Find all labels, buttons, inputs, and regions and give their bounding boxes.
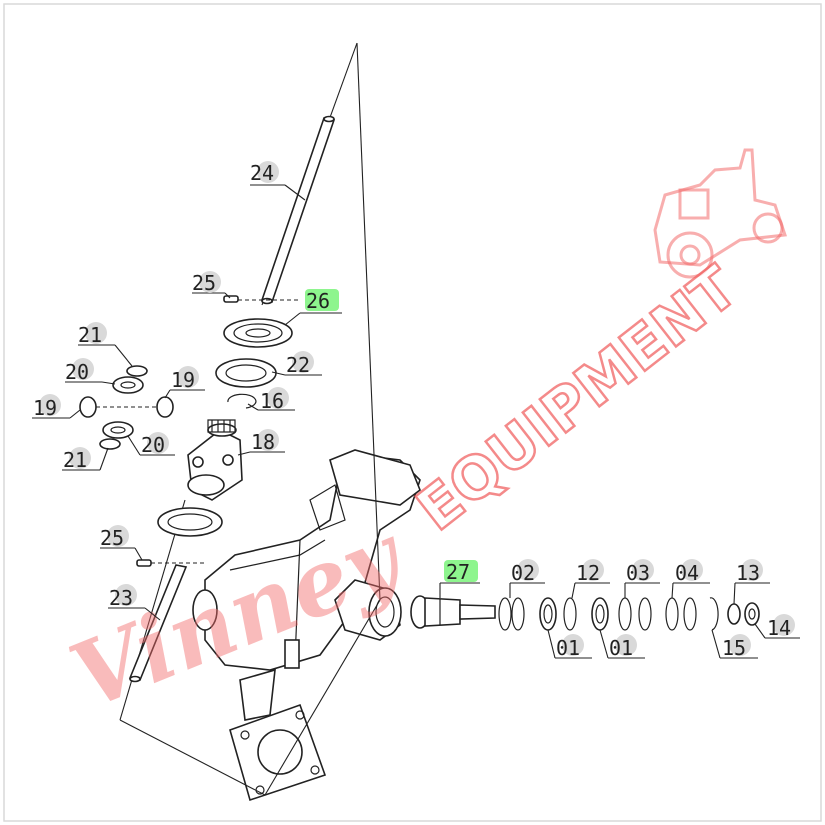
part-22-bearing [215, 358, 277, 388]
callout-25-lower: 25 [100, 525, 129, 550]
part-16-snap-ring [227, 393, 257, 409]
svg-text:03: 03 [626, 561, 650, 585]
part-25-key-lower [136, 559, 152, 567]
callout-20-lower: 20 [141, 432, 169, 457]
part-26-gear [223, 318, 293, 348]
callout-04: 04 [675, 559, 703, 585]
callout-21-lower: 21 [63, 447, 91, 472]
part-24-shaft [260, 115, 336, 305]
svg-text:20: 20 [65, 360, 89, 384]
svg-text:15: 15 [722, 636, 746, 660]
svg-text:21: 21 [78, 323, 102, 347]
svg-text:02: 02 [511, 561, 535, 585]
svg-text:14: 14 [767, 616, 791, 640]
svg-text:23: 23 [109, 586, 133, 610]
callout-18: 18 [251, 429, 279, 454]
svg-text:04: 04 [675, 561, 699, 585]
shaft-seals-and-rings [498, 597, 760, 631]
lower-bearing [157, 507, 223, 537]
callout-01-left: 01 [556, 634, 584, 660]
callout-25-upper: 25 [192, 271, 221, 295]
callout-22: 22 [286, 351, 314, 377]
callout-26: 26 [305, 289, 339, 313]
leader-lines [32, 184, 800, 659]
svg-text:19: 19 [33, 396, 57, 420]
part-25-key-upper [223, 295, 239, 303]
callout-12: 12 [576, 559, 604, 585]
svg-text:01: 01 [556, 636, 580, 660]
svg-text:19: 19 [171, 368, 195, 392]
watermark-brand: EQUIPMENT [404, 253, 750, 544]
callout-03: 03 [626, 559, 654, 585]
tractor-icon [653, 148, 788, 279]
svg-text:16: 16 [260, 389, 284, 413]
svg-text:26: 26 [306, 289, 330, 313]
svg-text:13: 13 [736, 561, 760, 585]
svg-text:01: 01 [609, 636, 633, 660]
callout-16: 16 [260, 387, 289, 413]
part-23-shaft [128, 564, 188, 683]
callout-20-upper: 20 [65, 358, 94, 384]
part-18-gear-cage [187, 419, 243, 501]
svg-text:24: 24 [250, 161, 274, 185]
callout-19-right: 19 [171, 366, 199, 392]
svg-text:12: 12 [576, 561, 600, 585]
callout-24: 24 [250, 161, 279, 185]
callout-13: 13 [736, 559, 763, 585]
svg-text:20: 20 [141, 433, 165, 457]
svg-text:27: 27 [446, 560, 470, 584]
diagram-frame [3, 3, 822, 822]
callout-23: 23 [109, 584, 137, 610]
callout-15: 15 [722, 634, 751, 660]
svg-text:25: 25 [192, 271, 216, 295]
callout-27: 27 [444, 560, 478, 584]
callout-02: 02 [511, 559, 539, 585]
callout-21-upper: 21 [78, 322, 107, 347]
svg-text:18: 18 [251, 430, 275, 454]
svg-text:21: 21 [63, 448, 87, 472]
callout-01-right: 01 [609, 634, 637, 660]
svg-text:25: 25 [100, 526, 124, 550]
part-27-output-shaft [410, 595, 496, 629]
callout-14: 14 [767, 614, 795, 640]
callout-19-left: 19 [33, 394, 61, 420]
svg-text:22: 22 [286, 353, 310, 377]
side-gears [79, 365, 174, 450]
